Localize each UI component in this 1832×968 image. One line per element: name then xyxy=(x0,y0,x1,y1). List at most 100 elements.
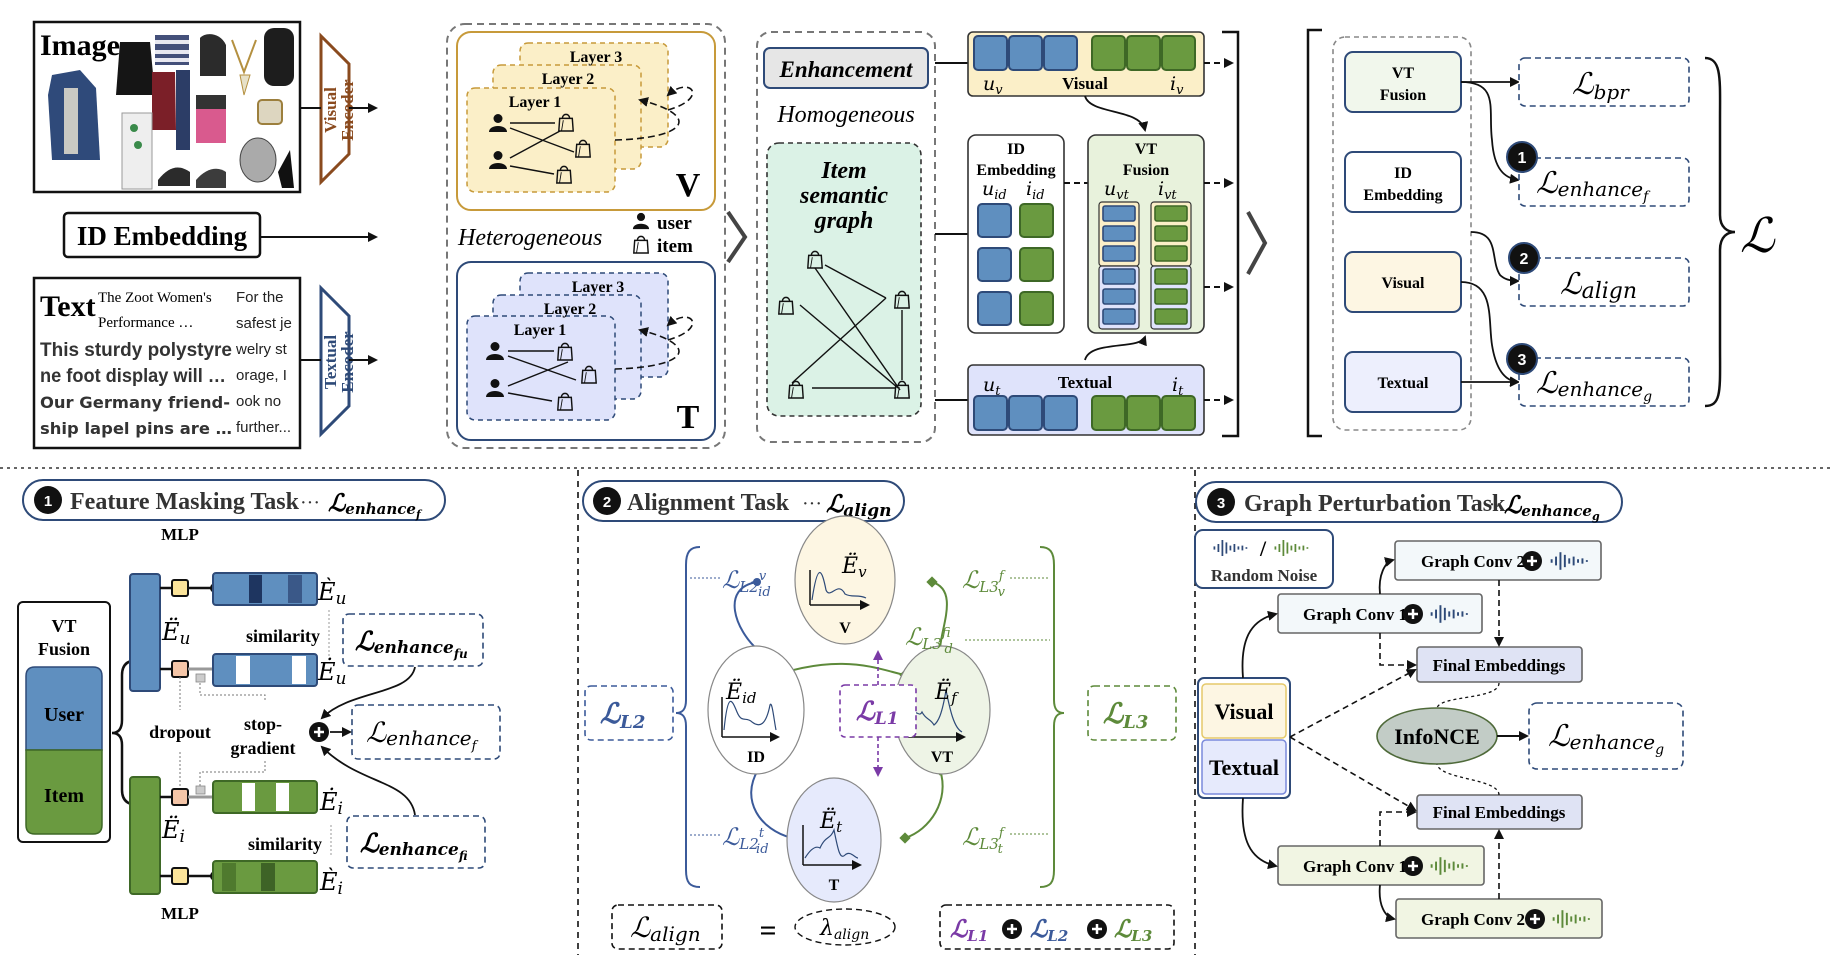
textual-embedding: ut Textual it xyxy=(967,364,1205,436)
task1-vt-fusion: VT Fusion User Item xyxy=(17,601,111,843)
similarity-label-top: similarity xyxy=(246,626,320,646)
loss-l2-total-symbol: ℒL2 xyxy=(600,697,645,733)
total-loss-brace xyxy=(1704,56,1736,408)
visual-layer-2: Layer 2 xyxy=(542,71,595,88)
loss-enhance-f-total-symbol: ℒenhancef xyxy=(366,716,479,754)
node-v-symbol: Ëv xyxy=(841,552,867,581)
module-label: Embedding xyxy=(1363,187,1442,204)
e-u-grave: Èu xyxy=(317,577,346,609)
visual-encoder: Visual Encoder xyxy=(319,32,357,186)
vt-fusion-title-2: Fusion xyxy=(38,639,90,659)
vt-title-2: Fusion xyxy=(1123,162,1169,179)
task2-header: 2 Alignment Task ··· ℒalign xyxy=(582,480,905,522)
graph-title-3: graph xyxy=(814,208,874,234)
node-vt-label: VT xyxy=(931,749,954,766)
i-id-symbol: iid xyxy=(1026,178,1045,203)
task1-header: 1 Feature Masking Task ··· ℒenhancef xyxy=(22,479,446,521)
homogeneous-container xyxy=(756,31,936,443)
e-u-dot: Ėu xyxy=(317,657,346,689)
mlp-label-top: MLP xyxy=(161,525,199,544)
visual-textual-stack: Visual Textual xyxy=(1197,677,1291,799)
task3-loss: ℒenhanceg xyxy=(1504,490,1600,523)
node-id-label: ID xyxy=(747,749,765,766)
loss-enhance-g-symbol: ℒenhanceg xyxy=(1536,366,1652,405)
task2-badge: 2 xyxy=(603,494,611,511)
badge-1-label: 1 xyxy=(1518,150,1527,167)
module-visual: Visual xyxy=(1344,251,1462,313)
module-id-embedding: ID Embedding xyxy=(1344,151,1462,213)
graph-title-1: Item xyxy=(820,158,866,184)
id-embedding-block: ID Embedding uid iid xyxy=(967,134,1065,334)
u-id-symbol: uid xyxy=(982,178,1007,203)
image-title: Image xyxy=(40,29,120,62)
badge-2 xyxy=(1508,242,1540,274)
i-vt-symbol: ivt xyxy=(1158,178,1177,203)
heterogeneous-label: Heterogeneous xyxy=(457,225,602,251)
textual-graph-panel: Layer 3 Layer 2 Layer 1 T xyxy=(456,261,716,441)
item-mlp-row xyxy=(160,860,318,894)
vt-fusion-block: VT Fusion uvt ivt xyxy=(1087,134,1205,334)
loss-l3: ℒL3 xyxy=(1087,685,1177,741)
loss-l2: ℒL2 xyxy=(584,685,674,741)
id-title-1: ID xyxy=(1007,141,1025,158)
chevron-right-icon xyxy=(726,210,748,264)
stop-gradient-label-2: gradient xyxy=(231,738,296,758)
visual-encoder-label-1: Visual xyxy=(321,87,340,133)
loss-enhance-f: ℒenhancef 1 xyxy=(1506,141,1690,207)
modules-container xyxy=(1332,36,1472,431)
item-embedding-bar xyxy=(129,776,161,895)
node-id: Ëid ID xyxy=(707,645,805,775)
node-textual: Ët T xyxy=(786,777,882,903)
final-embeddings-top: Final Embeddings xyxy=(1416,646,1583,683)
badge-2-label: 2 xyxy=(1520,251,1529,268)
loss-enhance-f-symbol: ℒenhancef xyxy=(1536,166,1651,205)
badge-1 xyxy=(1506,141,1538,173)
mlp-label-bottom: MLP xyxy=(161,904,199,923)
task3-title: Graph Perturbation Task xyxy=(1244,491,1506,517)
graph-conv-label: Graph Conv 2 xyxy=(1421,552,1525,571)
loss-enhance-g-task-symbol: ℒenhanceg xyxy=(1548,719,1664,758)
id-title-2: Embedding xyxy=(976,162,1055,179)
task3-textual-label: Textual xyxy=(1209,755,1279,780)
legend-user-label: user xyxy=(657,213,692,234)
task2-loss: ℒalign xyxy=(826,489,891,521)
vt-title-1: VT xyxy=(1135,141,1158,158)
eq-loss-align: ℒalign xyxy=(630,911,701,946)
svg-text:welry st: welry st xyxy=(235,341,288,358)
heterogeneous-container xyxy=(446,23,726,449)
visual-graph-panel: Layer 3 Layer 2 Layer 1 V xyxy=(456,31,716,211)
loss-enhance-fu: ℒenhancefu xyxy=(342,613,484,667)
task1-title: Feature Masking Task xyxy=(70,489,300,515)
task3-header: 3 Graph Perturbation Task ··· ℒenhanceg xyxy=(1195,481,1623,523)
e-i-dot: Ėi xyxy=(319,787,343,819)
infonce-label: InfoNCE xyxy=(1394,724,1480,749)
text-title: Text xyxy=(40,290,96,323)
loss-align-symbol: ℒalign xyxy=(1560,267,1637,304)
enhancement-tag: Enhancement xyxy=(763,47,929,89)
task1-loss: ℒenhancef xyxy=(328,488,423,521)
loss-enhance-f-total: ℒenhancef xyxy=(351,704,501,760)
textual-layer-1: Layer 1 xyxy=(514,322,567,339)
legend-user-icon xyxy=(632,212,650,230)
stop-gradient-label-1: stop- xyxy=(244,714,282,734)
l2-brace xyxy=(675,546,701,888)
graph-conv-1-bottom: Graph Conv 1 xyxy=(1277,845,1485,886)
user-embedding-bar xyxy=(129,573,161,692)
svg-text:For the: For the xyxy=(236,289,284,306)
text-sample-1: The Zoot Women's xyxy=(98,290,212,306)
task2-dots: ··· xyxy=(802,493,822,515)
i-t-symbol: it xyxy=(1172,374,1184,399)
align-equation: ℒalign = λalign ℒL1 ℒL2 ℒL3 xyxy=(611,904,1175,950)
text-sample-4: For the safest je welry st orage, I ook … xyxy=(235,289,292,436)
badge-3 xyxy=(1506,343,1538,375)
id-embedding-input: ID Embedding xyxy=(62,211,262,259)
final-embeddings-label: Final Embeddings xyxy=(1433,656,1566,675)
final-embeddings-bottom: Final Embeddings xyxy=(1416,794,1583,830)
text-sample-2: This sturdy polystyre xyxy=(40,340,232,361)
svg-text:further...: further... xyxy=(236,419,291,436)
eq-equals: = xyxy=(759,914,776,947)
module-label: VT xyxy=(1392,65,1415,82)
eq-l1: ℒL1 xyxy=(950,914,988,945)
loss-enhance-g-task: ℒenhanceg xyxy=(1528,702,1684,770)
